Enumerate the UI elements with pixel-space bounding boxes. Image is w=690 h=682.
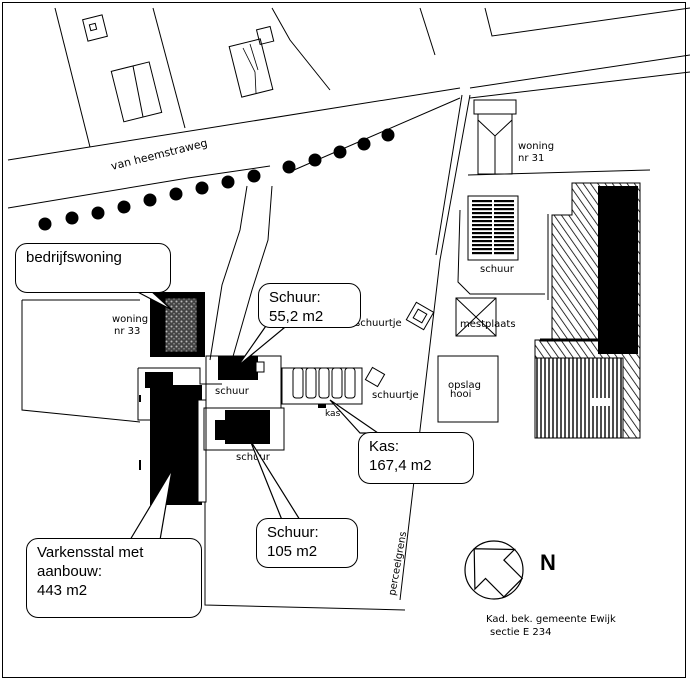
kadaster-line-2: sectie E 234 (490, 627, 551, 638)
opslag-hooi: opslag hooi (437, 355, 499, 423)
north-label: N (540, 550, 556, 575)
woning-west-label-2: nr 33 (114, 326, 140, 337)
kadaster-line-1: Kad. bek. gemeente Ewijk (486, 614, 616, 625)
schuurtje-south: schuurtje (364, 366, 419, 401)
schuur-east: schuur (467, 195, 519, 275)
varkensstal (137, 367, 222, 505)
callout-varkensstal-line2: aanbouw: (37, 563, 103, 580)
callout-schuur-55-title: Schuur: (269, 289, 321, 306)
kas-label: kas (325, 409, 341, 419)
callout-bedrijfswoning-text: bedrijfswoning (26, 249, 122, 266)
north-arrow: N (464, 540, 556, 600)
callout-bedrijfswoning: bedrijfswoning (15, 243, 171, 293)
opslag-label-2: hooi (450, 389, 471, 400)
cadastral-note: Kad. bek. gemeente Ewijk sectie E 234 (486, 614, 616, 638)
schuur-center-label: schuur (215, 386, 250, 397)
schuurtje-south-label: schuurtje (372, 390, 419, 401)
schuur-south-label: schuur (236, 452, 271, 463)
mestplaats: mestplaats (455, 297, 516, 337)
eastern-parcel (399, 94, 651, 601)
callout-schuur-55: Schuur: 55,2 m2 (258, 283, 361, 328)
schuurtje-north-label: schuurtje (355, 318, 402, 329)
callout-kas: Kas: 167,4 m2 (358, 432, 474, 484)
callout-kas-title: Kas: (369, 438, 400, 455)
schuur-east-label: schuur (480, 264, 515, 275)
callout-varkensstal-area: 443 m2 (37, 582, 88, 599)
woning-west-label-1: woning (112, 314, 148, 325)
callout-schuur-105-area: 105 m2 (267, 543, 318, 560)
tree-row (38, 128, 395, 231)
opslag-label-1: opslag (448, 380, 481, 391)
woning-nr-31: woning nr 31 (473, 99, 554, 175)
callout-kas-area: 167,4 m2 (369, 457, 432, 474)
mestplaats-label: mestplaats (460, 319, 516, 330)
schuur-105-m2: schuur (203, 407, 285, 463)
callout-schuur-105: Schuur: 105 m2 (256, 518, 358, 568)
callout-varkensstal-line1: Varkensstal met (37, 544, 144, 561)
woning-east-label-2: nr 31 (518, 153, 544, 164)
large-eastern-barn (534, 182, 641, 439)
perceelgrens-label: perceelgrens (387, 531, 409, 597)
driveway (209, 185, 273, 361)
woning-east-label-1: woning (518, 141, 554, 152)
schuurtje-north: schuurtje (355, 301, 435, 331)
callout-schuur-105-title: Schuur: (267, 524, 319, 541)
schuur-55-m2: schuur (205, 355, 282, 409)
callout-schuur-55-area: 55,2 m2 (269, 308, 324, 325)
callout-varkensstal: Varkensstal met aanbouw: 443 m2 (26, 538, 202, 618)
kas: kas (281, 367, 363, 419)
northern-plots (54, 7, 690, 148)
